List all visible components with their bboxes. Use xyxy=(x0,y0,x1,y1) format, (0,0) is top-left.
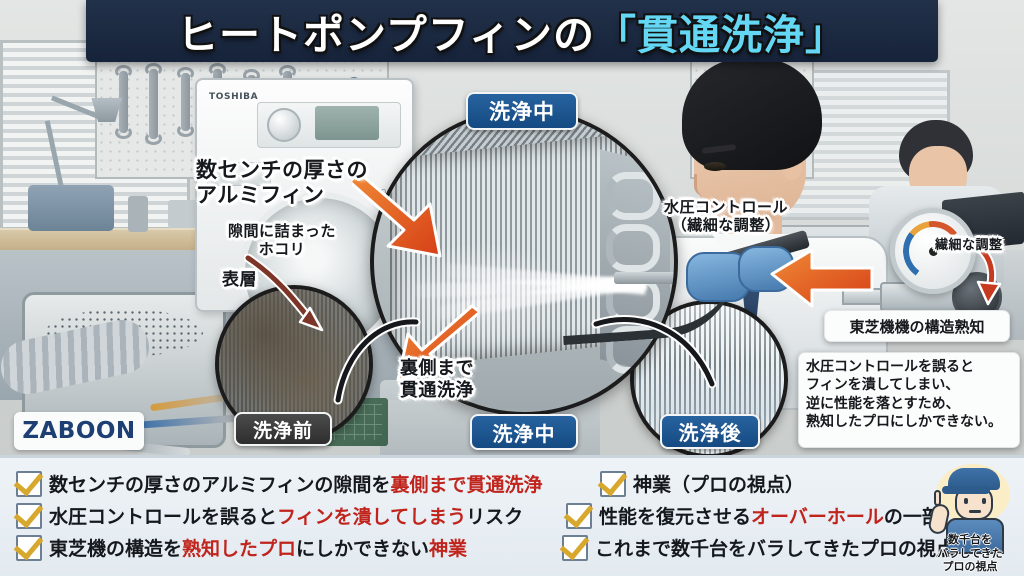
label-water-pressure-control: 水圧コントロール （繊細な調整） xyxy=(664,198,789,234)
b5-post: の一部 xyxy=(883,506,941,528)
footer-bullet-1-text: 数センチの厚さのアルミフィンの隙間を裏側まで貫通洗浄 xyxy=(49,470,542,497)
footer-bullet-4-text: 神業（プロの視点） xyxy=(633,470,804,497)
footer-bullet-6: これまで数千台をバラしてきたプロの視点 xyxy=(562,534,955,561)
warning-line-4: 熟知したプロにしかできない。 xyxy=(806,413,1012,431)
warning-line-2: フィンを潰してしまい、 xyxy=(806,377,960,394)
b5-red: オーバーホール xyxy=(751,506,884,528)
b1-pre: 数センチの厚さのアルミフィンの隙間を xyxy=(49,474,391,496)
footer-bullet-2: 水圧コントロールを誤るとフィンを潰してしまうリスク xyxy=(16,502,523,529)
b1-red: 裏側まで貫通洗浄 xyxy=(390,474,543,496)
detergent-drawer xyxy=(207,162,271,186)
label-delicate-adjustment: 繊細な調整 xyxy=(935,238,1003,253)
label-fin-thickness: 数センチの厚さの アルミフィン xyxy=(196,158,368,208)
check-icon xyxy=(16,502,42,529)
leader-line-after-circle xyxy=(590,306,720,416)
b3-red: 熟知したプロ xyxy=(182,538,297,560)
check-icon xyxy=(16,534,42,561)
check-icon xyxy=(562,534,588,561)
warning-line-3: 逆に性能を落とすため、 xyxy=(806,395,960,412)
footer-bullet-4: 神業（プロの視点） xyxy=(600,470,804,497)
warning-line-1: 水圧コントロールを誤ると xyxy=(806,359,974,375)
footer-bullet-5: 性能を復元させるオーバーホールの一部 xyxy=(566,502,941,529)
title-highlight: 「貫通洗浄」 xyxy=(594,11,847,59)
footer-bullet-6-text: これまで数千台をバラしてきたプロの視点 xyxy=(595,534,955,561)
check-icon xyxy=(600,470,626,497)
machine-brand-label: TOSHIBA xyxy=(209,92,259,102)
check-icon xyxy=(16,470,42,497)
zaboon-logo: ZABOON xyxy=(14,412,144,450)
arrow-orange-to-fins xyxy=(352,168,462,268)
b2-pre: 水圧コントロールを誤ると xyxy=(49,506,278,528)
machine-display xyxy=(315,106,379,140)
b4-post: 神業（プロの視点） xyxy=(633,474,805,496)
mascot-caption: 数千台を バラしてきた プロの視点 xyxy=(937,532,1003,574)
b3-pre: 東芝機の構造を xyxy=(49,538,183,560)
b6-pre: これまで数千台をバラしてきたプロの視点 xyxy=(595,538,955,560)
warning-tail-span: にしかできない。 xyxy=(890,414,1002,431)
badge-before-cleaning: 洗浄前 xyxy=(234,412,332,446)
label-surface-layer: 表層 xyxy=(222,270,257,290)
footer-summary-bar: 数センチの厚さのアルミフィンの隙間を裏側まで貫通洗浄 水圧コントロールを誤るとフ… xyxy=(0,455,1024,576)
check-icon xyxy=(566,502,592,529)
pressure-gauge xyxy=(890,208,976,294)
program-dial xyxy=(267,108,301,142)
b3-post: にしかできない xyxy=(296,538,430,560)
title-main: ヒートポンプフィンの xyxy=(177,11,595,59)
badge-cleaning-bottom: 洗浄中 xyxy=(470,414,578,450)
leader-line-before-circle xyxy=(316,314,426,424)
footer-bullet-3-text: 東芝機の構造を熟知したプロにしかできない神業 xyxy=(49,534,467,561)
banner-toshiba-structure-knowledge: 東芝機機の構造熟知 xyxy=(824,310,1010,342)
arrow-orange-to-gun xyxy=(768,248,878,310)
b5-pre: 性能を復元させる xyxy=(599,506,752,528)
footer-bullet-1: 数センチの厚さのアルミフィンの隙間を裏側まで貫通洗浄 xyxy=(16,470,542,497)
tool-cup xyxy=(128,196,148,232)
soldering-station xyxy=(28,185,114,231)
b2-red: フィンを潰してしまう xyxy=(277,506,467,528)
warning-textbox: 水圧コントロールを誤ると フィンを潰してしまい、 逆に性能を落とすため、 熟知し… xyxy=(798,352,1020,448)
warning-red-span: 熟知したプロ xyxy=(806,414,890,431)
arrow-red-curved-adjust xyxy=(930,228,1006,308)
page-title: ヒートポンプフィンの「貫通洗浄」 xyxy=(86,2,938,60)
arrow-dark-to-surface xyxy=(244,250,334,336)
footer-bullet-5-text: 性能を復元させるオーバーホールの一部 xyxy=(599,502,941,529)
mascot-pro-worker xyxy=(922,462,1018,574)
label-through-wash: 裏側まで 貫通洗浄 xyxy=(400,358,474,401)
badge-after-cleaning: 洗浄後 xyxy=(660,414,760,449)
footer-bullet-2-text: 水圧コントロールを誤るとフィンを潰してしまうリスク xyxy=(49,502,523,529)
b3-red2: 神業 xyxy=(429,538,468,560)
title-bar xyxy=(86,0,938,62)
b2-post: リスク xyxy=(466,506,524,528)
arrow-orange-to-backside xyxy=(392,300,478,386)
label-dust-in-gaps: 隙間に詰まった ホコリ xyxy=(228,222,336,258)
footer-bullet-3: 東芝機の構造を熟知したプロにしかできない神業 xyxy=(16,534,467,561)
badge-cleaning-top: 洗浄中 xyxy=(466,92,578,130)
